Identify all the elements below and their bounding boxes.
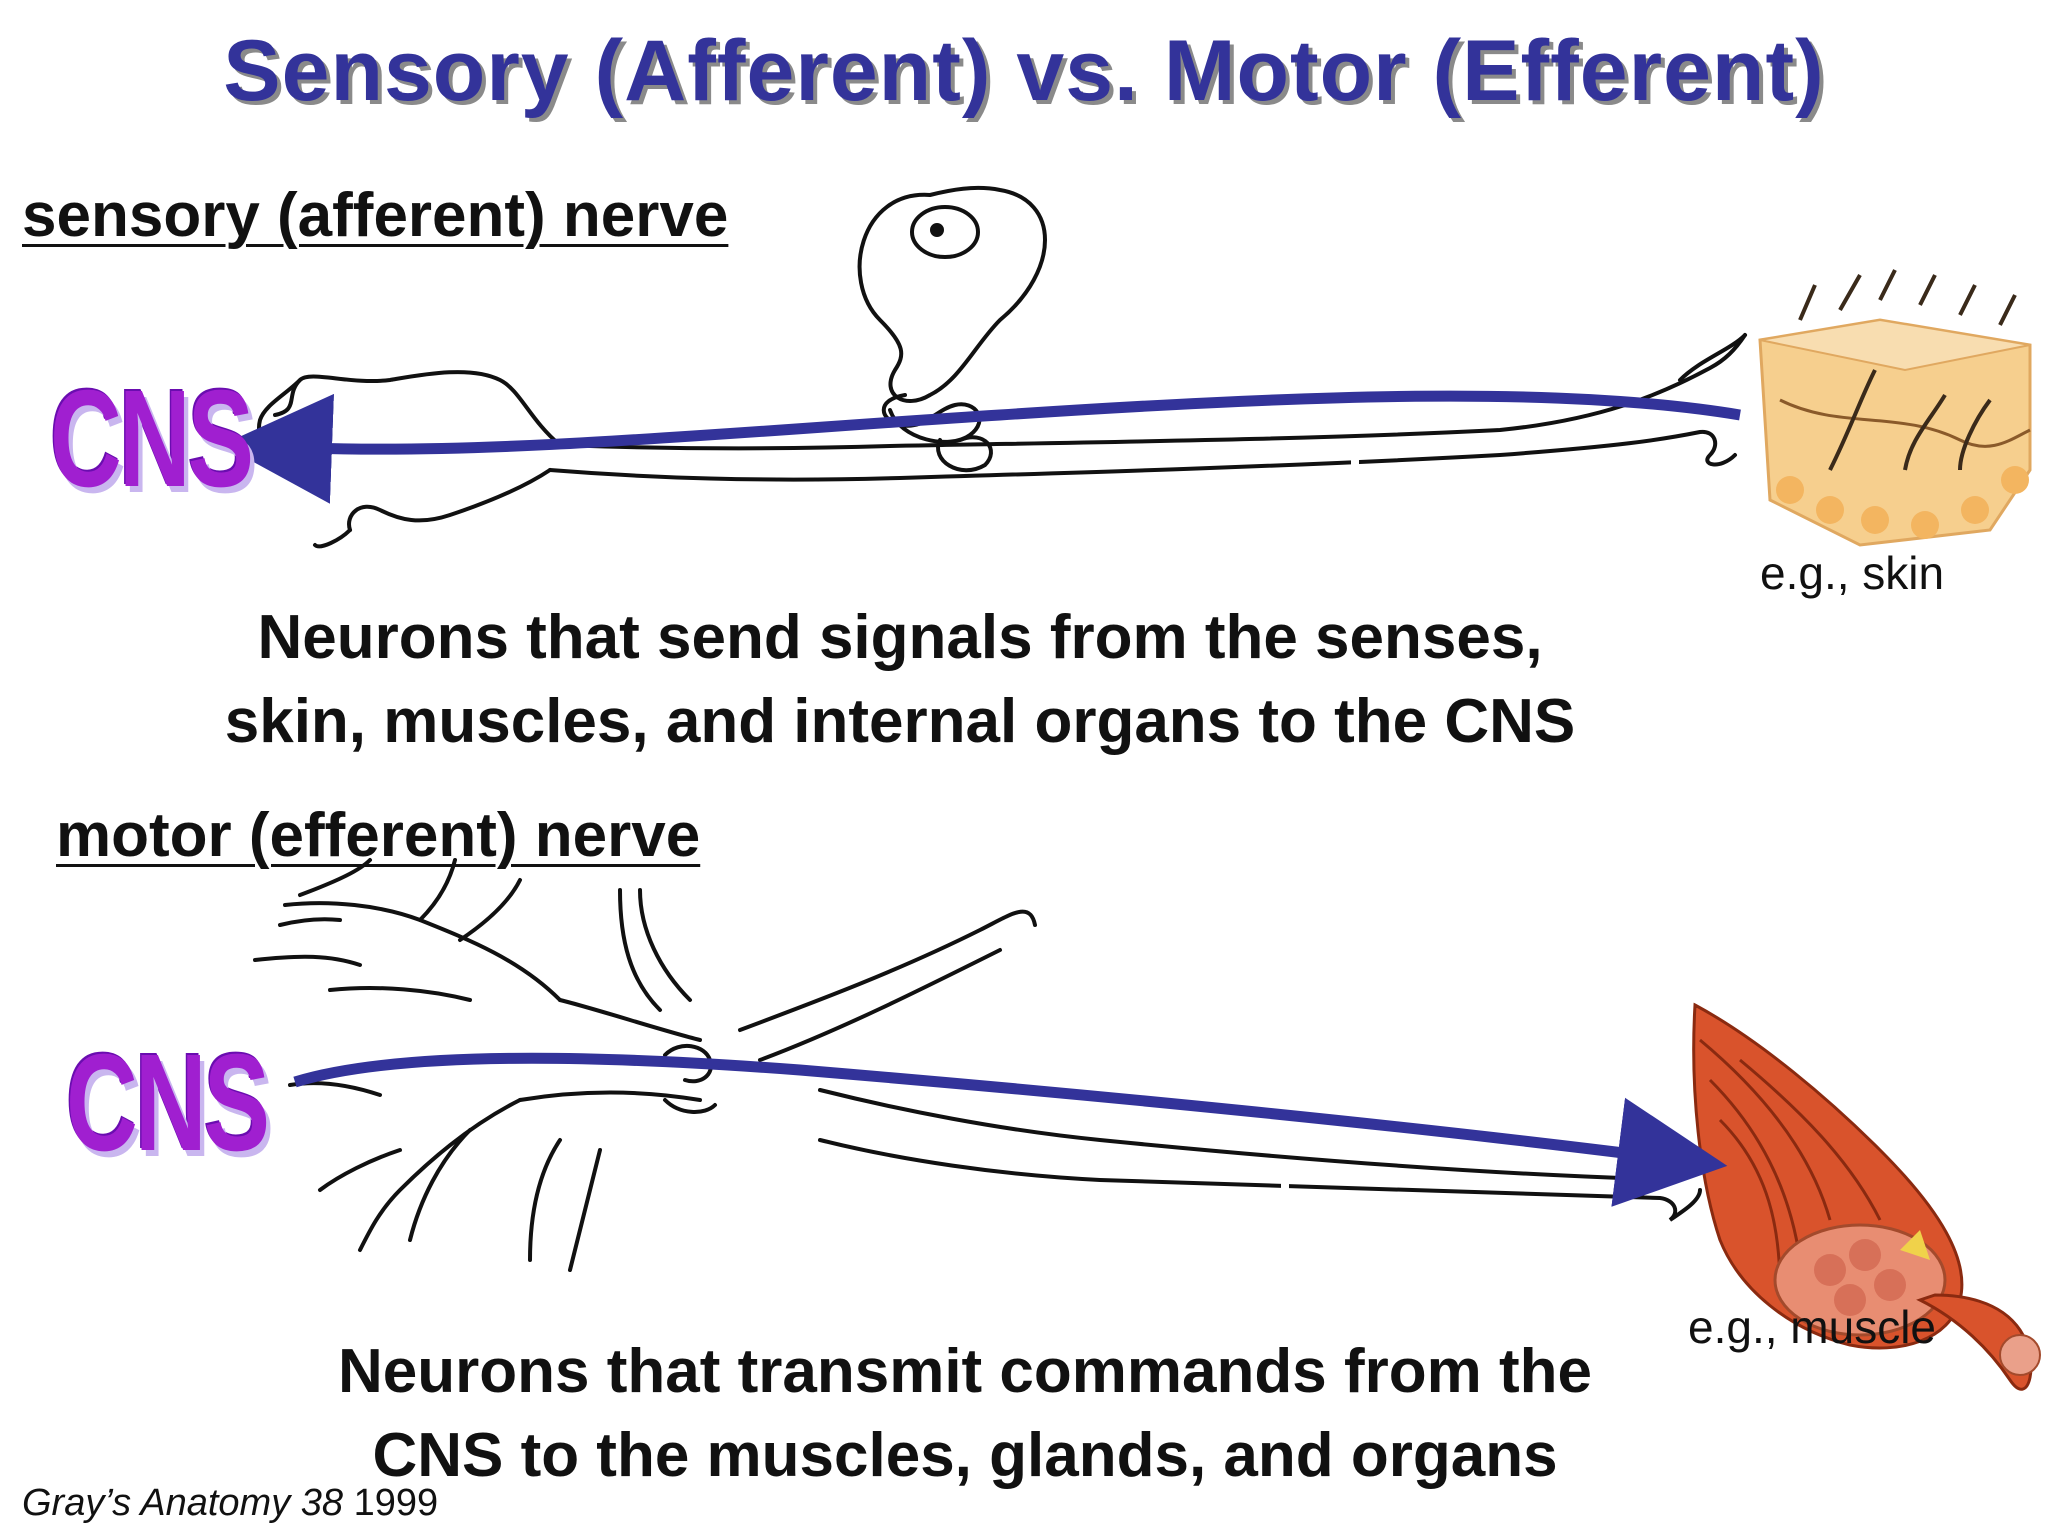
sensory-arrow bbox=[222, 390, 1741, 504]
motor-description-line1: Neurons that transmit commands from the bbox=[338, 1337, 1592, 1406]
cns-label-motor: CNS bbox=[66, 1026, 270, 1180]
motor-arrow bbox=[293, 1052, 1728, 1207]
sensory-description-line1: Neurons that send signals from the sense… bbox=[257, 603, 1543, 672]
sensory-neuron-drawing bbox=[256, 185, 1747, 549]
sensory-description: Neurons that send signals from the sense… bbox=[220, 596, 1580, 764]
motor-neuron-drawing bbox=[253, 858, 1702, 1272]
citation-year: 1999 bbox=[343, 1482, 439, 1524]
sensory-description-line2: skin, muscles, and internal organs to th… bbox=[224, 687, 1576, 756]
motor-description-line2: CNS to the muscles, glands, and organs bbox=[372, 1421, 1558, 1490]
citation: Gray’s Anatomy 38 1999 bbox=[22, 1482, 438, 1525]
skin-example-label: e.g., skin bbox=[1760, 547, 1945, 599]
muscle-example-label: e.g., muscle bbox=[1688, 1301, 1936, 1353]
sensory-heading: sensory (afferent) nerve bbox=[22, 181, 729, 250]
cns-label-sensory: CNS bbox=[50, 362, 254, 516]
motor-description: Neurons that transmit commands from the … bbox=[220, 1330, 1710, 1498]
muscle-illustration bbox=[1692, 1002, 2041, 1391]
motor-heading: motor (efferent) nerve bbox=[56, 801, 701, 870]
skin-illustration bbox=[1758, 269, 2032, 547]
slide-title: Sensory (Afferent) vs. Motor (Efferent) bbox=[223, 23, 1825, 119]
citation-work: Gray’s Anatomy 38 bbox=[22, 1482, 344, 1524]
